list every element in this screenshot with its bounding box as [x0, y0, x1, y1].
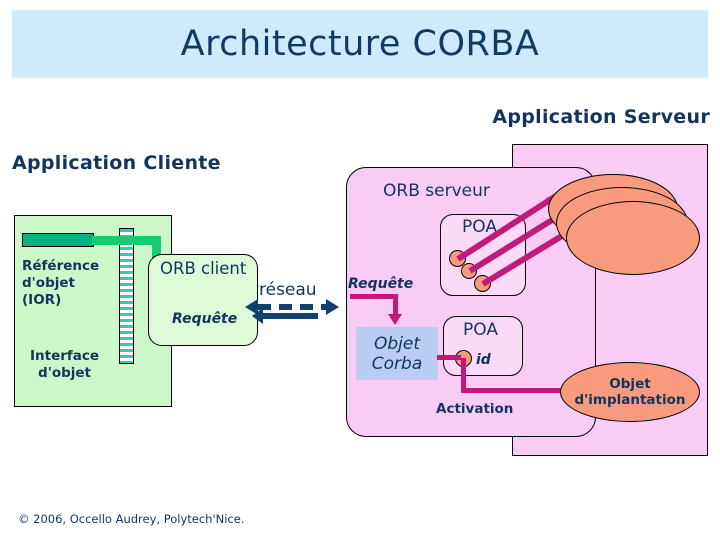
poa-id-label: id	[476, 352, 491, 368]
server-request-line-v	[393, 294, 398, 316]
objet-implantation-ellipse	[560, 362, 700, 422]
copyright-footer: © 2006, Occello Audrey, Polytech'Nice.	[18, 512, 245, 526]
poa-lower-label: POA	[463, 320, 498, 340]
poa-upper-label: POA	[462, 217, 497, 237]
activation-line-h	[461, 388, 579, 393]
orb-client-label: ORB client	[160, 259, 247, 278]
interface-objet-line1: Interface	[30, 348, 100, 364]
objet-implantation-line1: Objet	[609, 376, 651, 392]
reference-objet-line2: d'objet	[22, 275, 75, 291]
objet-corba-label: Objet Corba	[356, 327, 438, 380]
objet-implantation-label: Objet d'implantation	[560, 362, 700, 422]
server-request-arrowhead	[388, 314, 402, 325]
activation-label: Activation	[436, 401, 514, 417]
reply-arrow-line	[262, 313, 318, 319]
page-title: Architecture CORBA	[180, 24, 540, 64]
interface-objet-line2: d'objet	[38, 365, 92, 381]
objet-corba-line2: Corba	[371, 353, 423, 374]
application-cliente-panel	[14, 215, 172, 407]
network-dashed-line	[258, 304, 330, 310]
ior-bar	[22, 233, 94, 247]
reseau-label: réseau	[259, 280, 317, 300]
poa-upper-dot-3	[474, 275, 491, 292]
implementation-object-ellipse-3	[566, 201, 700, 275]
activation-line-v	[461, 358, 466, 393]
server-request-line-h	[350, 294, 398, 299]
poa-upper-dot-2	[461, 263, 477, 279]
objet-corba-box	[356, 327, 438, 380]
network-arrowhead-right	[326, 299, 339, 315]
green-connector-segment-h1	[92, 236, 160, 245]
server-request-corner	[350, 294, 355, 299]
reply-arrowhead	[252, 308, 263, 324]
interface-objet-stripe-bar	[119, 228, 134, 364]
reference-objet-line1: Référence	[22, 258, 100, 274]
reference-objet-line3: (IOR)	[22, 292, 62, 308]
heading-application-cliente: Application Cliente	[12, 152, 221, 174]
server-requete-label: Requête	[348, 276, 414, 292]
poa-lower-box	[443, 316, 523, 376]
interface-objet-label: Interface d'objet	[30, 348, 99, 382]
reference-objet-label: Référence d'objet (IOR)	[22, 258, 99, 309]
objet-corba-line1: Objet	[373, 333, 421, 354]
heading-application-serveur: Application Serveur	[492, 106, 710, 128]
network-arrowhead-left	[245, 299, 258, 315]
orb-serveur-label: ORB serveur	[383, 181, 490, 201]
corba-to-poa-link	[437, 355, 461, 360]
client-requete-label: Requête	[172, 311, 238, 327]
objet-implantation-line2: d'implantation	[574, 392, 686, 408]
title-band	[12, 10, 708, 78]
